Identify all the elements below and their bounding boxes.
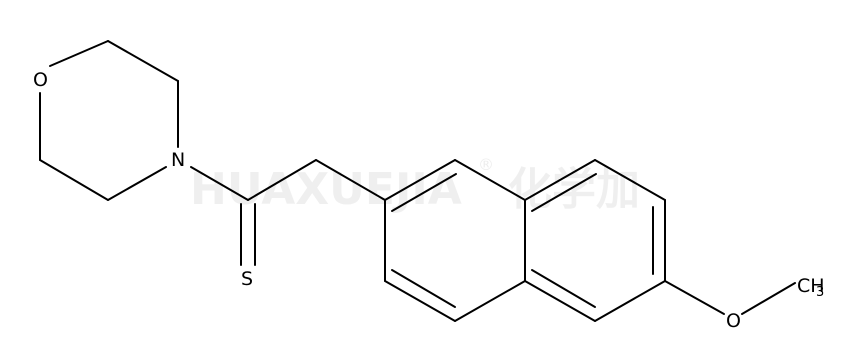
bond-b4-b5 xyxy=(594,280,666,322)
watermark-latin: HUAXUEJIA xyxy=(190,164,462,215)
atom-sulfur: S xyxy=(241,268,253,290)
bond-a5-a6-inner xyxy=(391,269,456,308)
morpholine-ring xyxy=(39,40,179,201)
bond-cs-ch2 xyxy=(247,159,317,201)
bond-o-ch3 xyxy=(741,282,796,315)
bond-a4-a5 xyxy=(454,280,526,322)
bond-o-c1 xyxy=(49,40,109,67)
bond-a1-a2 xyxy=(384,159,456,201)
bond-aryl-o xyxy=(664,280,725,315)
bond-c3-c4 xyxy=(39,159,109,201)
bond-a1-a2-inner xyxy=(391,173,457,212)
atom-methyl-subscript: 3 xyxy=(816,285,824,300)
bond-a2-a3 xyxy=(454,159,526,201)
thioamide-linker xyxy=(190,159,386,266)
naphthalene-right-ring xyxy=(524,159,666,322)
watermark: HUAXUEJIA ® 化学加 xyxy=(190,155,640,215)
bond-c1-c2 xyxy=(107,40,179,82)
atom-oxygen-ring: O xyxy=(33,69,48,91)
atom-methyl: CH xyxy=(797,275,825,297)
bond-b5-b6-inner xyxy=(531,269,596,308)
atom-nitrogen: N xyxy=(171,149,185,171)
atom-oxygen-methoxy: O xyxy=(726,310,741,332)
bond-n-cs xyxy=(190,166,249,201)
bond-b1-b2-inner xyxy=(531,173,597,212)
bond-b5-b6 xyxy=(524,280,596,322)
methoxy-group xyxy=(664,280,796,315)
bond-a5-a6 xyxy=(384,280,456,322)
naphthalene-left-ring xyxy=(384,159,526,322)
bond-b1-b2 xyxy=(524,159,596,201)
bond-b2-b3 xyxy=(594,159,666,201)
bond-ch2-aryl xyxy=(315,159,386,201)
watermark-registered: ® xyxy=(478,155,494,174)
bond-n-c3 xyxy=(107,166,167,201)
